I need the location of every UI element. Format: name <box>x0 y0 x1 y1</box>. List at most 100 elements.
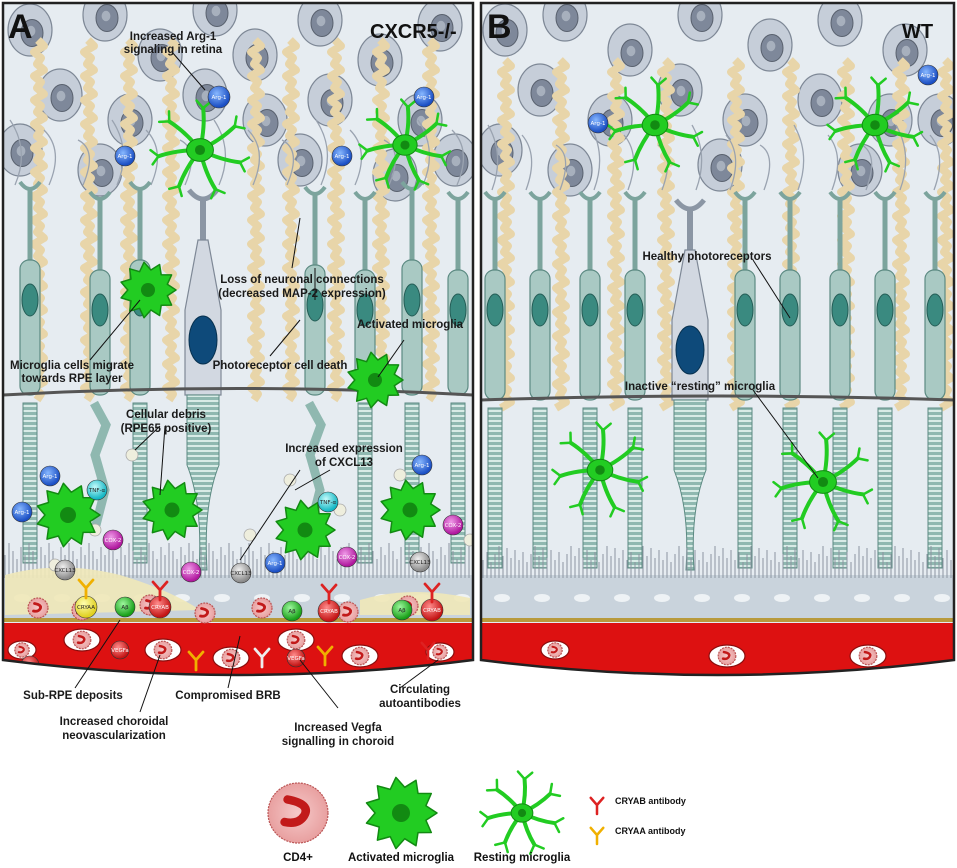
nuclear-cell <box>542 3 588 42</box>
chip-arg1: Arg-1 <box>114 145 136 167</box>
rpe-nucleus <box>214 594 230 602</box>
svg-text:Arg-1: Arg-1 <box>415 463 430 469</box>
svg-text:COX-2: COX-2 <box>105 538 122 544</box>
svg-text:Aβ: Aβ <box>121 605 129 611</box>
rpe-nucleus <box>534 594 550 602</box>
neural-process <box>247 129 260 186</box>
neural-process <box>281 139 294 186</box>
legend-cd4-label: CD4+ <box>283 852 313 864</box>
rpe-nucleus <box>814 594 830 602</box>
cd4-cell <box>251 597 273 619</box>
cd4-cell <box>547 642 563 658</box>
nuclear-cell <box>297 3 343 47</box>
neural-process <box>759 144 771 191</box>
cd4-cell <box>286 630 306 650</box>
rpe-nucleus <box>894 594 910 602</box>
cd4-cell <box>72 630 92 650</box>
antibody-icon <box>253 647 271 669</box>
blood-vessel <box>277 628 315 652</box>
label-loss-conn-1: Loss of neuronal connections <box>220 274 384 286</box>
neural-process <box>213 119 227 186</box>
blood-vessel <box>63 628 101 652</box>
membrane-line-b <box>481 394 954 402</box>
svg-text:Arg-1: Arg-1 <box>268 561 283 567</box>
label-brb: Compromised BRB <box>175 690 280 702</box>
resting-microglia <box>149 99 251 200</box>
label-auto-1: Circulating <box>390 684 450 696</box>
chip-cox2: COX-2 <box>442 514 464 536</box>
microglia-a <box>36 98 452 561</box>
label-pr-death: Photoreceptor cell death <box>213 360 348 372</box>
panel-a-letter: A <box>8 8 33 46</box>
chip-cryaa: CRYAA <box>74 595 98 619</box>
chip-arg1: Arg-1 <box>587 112 609 134</box>
chip-cxcl13: CXCL13 <box>230 562 252 584</box>
label-activated-microglia: Activated microglia <box>357 319 464 331</box>
photoreceptors-b <box>483 57 954 571</box>
debris-particle <box>243 528 257 542</box>
cd4-cell <box>267 782 329 844</box>
svg-text:Arg-1: Arg-1 <box>921 73 936 79</box>
label-arg1-retina-2: signaling in retina <box>124 44 223 56</box>
debris-particle <box>393 468 407 482</box>
svg-text:CRYAB: CRYAB <box>151 605 169 611</box>
svg-text:CRYAB: CRYAB <box>320 609 338 615</box>
rod-cell <box>446 190 470 564</box>
label-sub-rpe: Sub-RPE deposits <box>23 690 123 702</box>
panel-a-frame <box>1 1 475 677</box>
activated-microglia <box>380 479 441 541</box>
activated-microglia <box>275 499 336 561</box>
svg-text:CRYAA: CRYAA <box>77 605 95 611</box>
blood-vessel <box>341 644 379 668</box>
nuclear-cell <box>417 3 463 52</box>
blood-vessel <box>425 642 455 662</box>
muller-fiber <box>162 37 180 403</box>
nuclear-cell <box>697 138 743 192</box>
label-migrate-1: Microglia cells migrate <box>10 360 134 372</box>
antibody-icon <box>423 582 441 604</box>
svg-text:CXCL13: CXCL13 <box>230 571 252 577</box>
blood-vessel <box>849 644 887 668</box>
rpe-layer-b <box>481 575 954 620</box>
neural-process <box>417 119 431 186</box>
svg-text:Arg-1: Arg-1 <box>118 154 133 160</box>
cd4-cell <box>221 648 241 668</box>
label-loss-conn-2: (decreased MAP-2 expression) <box>218 288 386 300</box>
nuclear-cell <box>482 3 528 57</box>
blood-vessel <box>540 640 570 660</box>
chip-cxcl13: CXCL13 <box>409 551 431 573</box>
neural-process <box>451 129 464 186</box>
legend-resting-microglia-icon <box>479 770 565 856</box>
rpe-nucleus <box>734 594 750 602</box>
nuclear-cell <box>37 68 83 122</box>
chip-arg1: Arg-1 <box>411 454 433 476</box>
svg-text:Arg-1: Arg-1 <box>43 474 58 480</box>
label-cxcl13-2: of CXCL13 <box>315 457 373 469</box>
muller-fiber <box>607 57 625 412</box>
svg-text:VEGFa: VEGFa <box>111 648 129 654</box>
neural-process <box>487 124 499 191</box>
rod-cell <box>483 190 507 569</box>
svg-text:CXCL13: CXCL13 <box>54 568 76 574</box>
blood-vessel <box>144 638 182 662</box>
debris-particle <box>283 473 297 487</box>
svg-text:Arg-1: Arg-1 <box>212 95 227 101</box>
antibody-icon <box>589 826 605 846</box>
nuclear-cell <box>192 3 238 37</box>
legend-activated-microglia-icon <box>365 776 438 850</box>
svg-text:Arg-1: Arg-1 <box>417 95 432 101</box>
muller-fiber <box>497 57 515 412</box>
neural-process <box>9 119 23 186</box>
label-cxcl13-1: Increased expression <box>285 443 403 455</box>
legend-cryab-label: CRYAB antibody <box>615 796 686 806</box>
label-debris-1: Cellular debris <box>126 409 206 421</box>
legend-resting-label: Resting microglia <box>474 852 571 864</box>
cd4-cell <box>432 644 448 660</box>
rpe-nucleus <box>694 594 710 602</box>
antibody-icon <box>589 796 605 816</box>
chip-arg1: Arg-1 <box>264 552 286 574</box>
svg-text:Aβ: Aβ <box>398 608 406 614</box>
